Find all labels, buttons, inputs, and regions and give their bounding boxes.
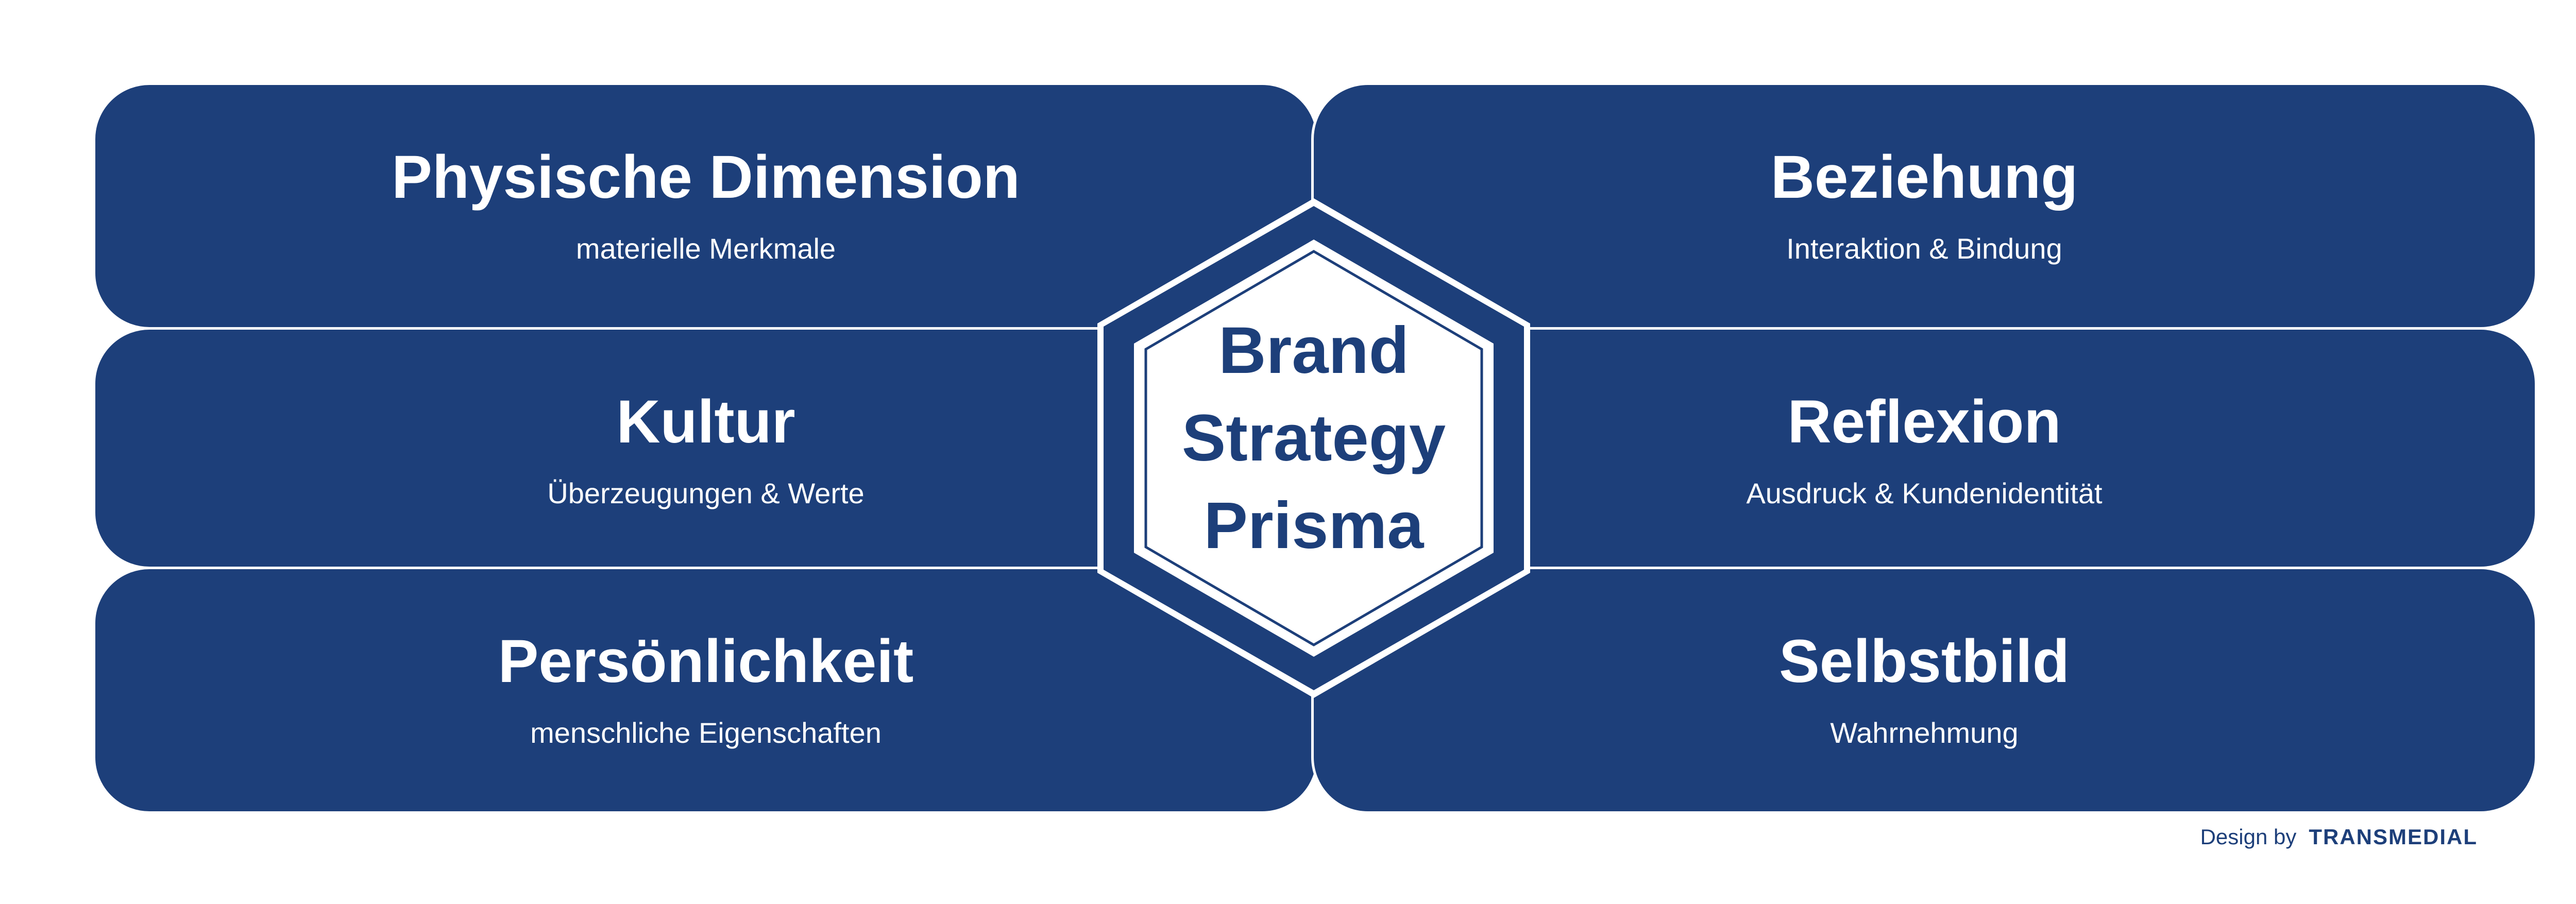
center-title-line-1: Brand [1218,314,1409,387]
box-title: Selbstbild [1779,627,2070,695]
box-subtitle: menschliche Eigenschaften [530,717,882,749]
box-subtitle: Wahrnehmung [1830,717,2019,749]
box-physische-dimension: Physische Dimension materielle Merkmale [93,82,1319,330]
credit-brand-logo: TRANSMEDIAL [2309,825,2478,849]
box-title: Kultur [616,388,795,456]
box-title: Beziehung [1770,143,2078,211]
box-selbstbild: Selbstbild Wahrnehmung [1311,567,2537,814]
credit-prefix: Design by [2200,825,2297,849]
box-persoenlichkeit: Persönlichkeit menschliche Eigenschaften [93,567,1319,814]
hexagon-inner-outline [1144,250,1483,646]
center-title-line-2: Strategy [1181,401,1446,475]
hexagon-inner [1134,240,1494,657]
design-credit: Design by TRANSMEDIAL [2200,826,2478,848]
box-subtitle: materielle Merkmale [575,232,836,265]
box-subtitle: Überzeugungen & Werte [547,477,865,509]
box-subtitle: Interaktion & Bindung [1786,232,2062,265]
center-title-line-3: Prisma [1204,489,1424,562]
box-title: Persönlichkeit [498,627,914,695]
box-title: Physische Dimension [392,143,1020,211]
box-title: Reflexion [1787,388,2061,456]
box-subtitle: Ausdruck & Kundenidentität [1746,477,2103,509]
box-beziehung: Beziehung Interaktion & Bindung [1311,82,2537,330]
